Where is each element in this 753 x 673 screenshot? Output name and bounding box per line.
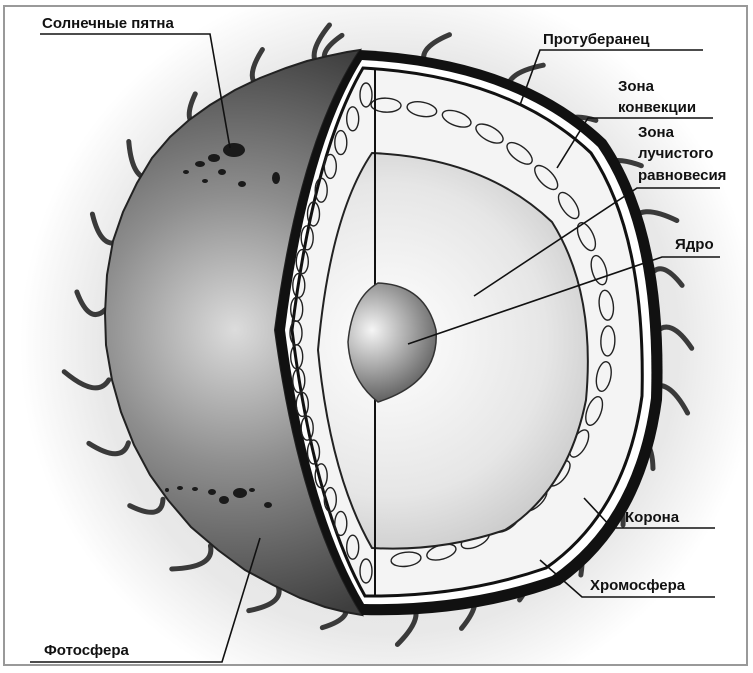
corona-label: Корона — [625, 509, 680, 526]
radiative-zone-label-line1: Зона — [638, 124, 675, 141]
radiative-zone-label-line3: равновесия — [638, 167, 726, 184]
photosphere-label: Фотосфера — [44, 642, 129, 659]
convection-zone-label-line2: конвекции — [618, 99, 696, 116]
convection-zone-label-line1: Зона — [618, 78, 655, 95]
core-label: Ядро — [675, 236, 714, 253]
sunspots-label: Солнечные пятна — [42, 15, 174, 32]
radiative-zone-label-line2: лучистого — [638, 145, 713, 162]
chromosphere-label: Хромосфера — [590, 577, 686, 594]
prominence-label: Протуберанец — [543, 31, 650, 48]
